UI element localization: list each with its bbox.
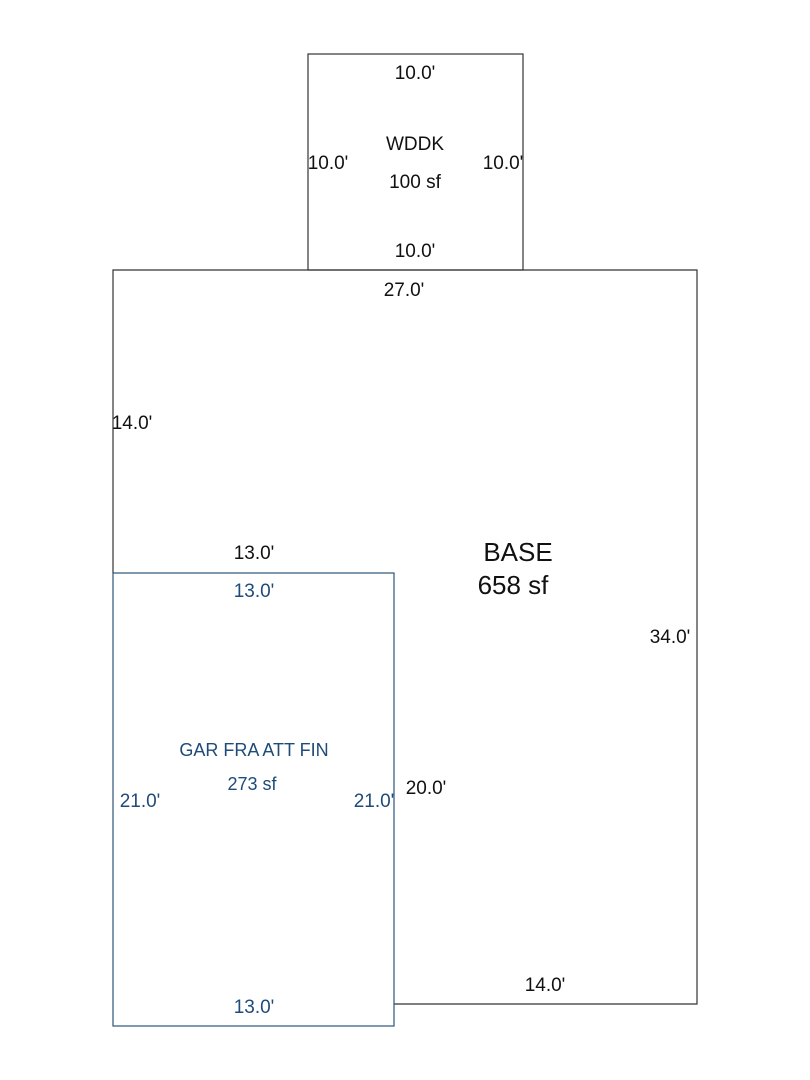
base-dim-inner-side: 20.0' [406,778,447,799]
base-area: 658 sf [478,570,550,600]
garage-dim-bottom: 13.0' [234,997,275,1018]
garage-name: GAR FRA ATT FIN [179,740,328,760]
base-dim-inner-top: 13.0' [234,543,275,564]
wddk-dim-left: 10.0' [308,153,349,174]
garage-dim-left: 21.0' [120,791,161,812]
garage-dim-top: 13.0' [234,581,275,602]
garage-area: 273 sf [227,774,277,794]
base-dim-left: 14.0' [112,413,153,434]
wddk-dim-bottom: 10.0' [395,241,436,262]
wddk-dim-right: 10.0' [483,153,524,174]
base-dim-top: 27.0' [384,280,425,301]
base-outline [112,269,698,1005]
base-dim-bottom: 14.0' [525,975,566,996]
garage-dim-right: 21.0' [354,791,395,812]
wddk-area: 100 sf [389,172,441,193]
base-name: BASE [483,537,552,567]
base-dim-right: 34.0' [650,627,691,648]
wddk-name: WDDK [386,134,444,155]
wddk-dim-top: 10.0' [395,63,436,84]
garage-outline [112,572,395,1027]
